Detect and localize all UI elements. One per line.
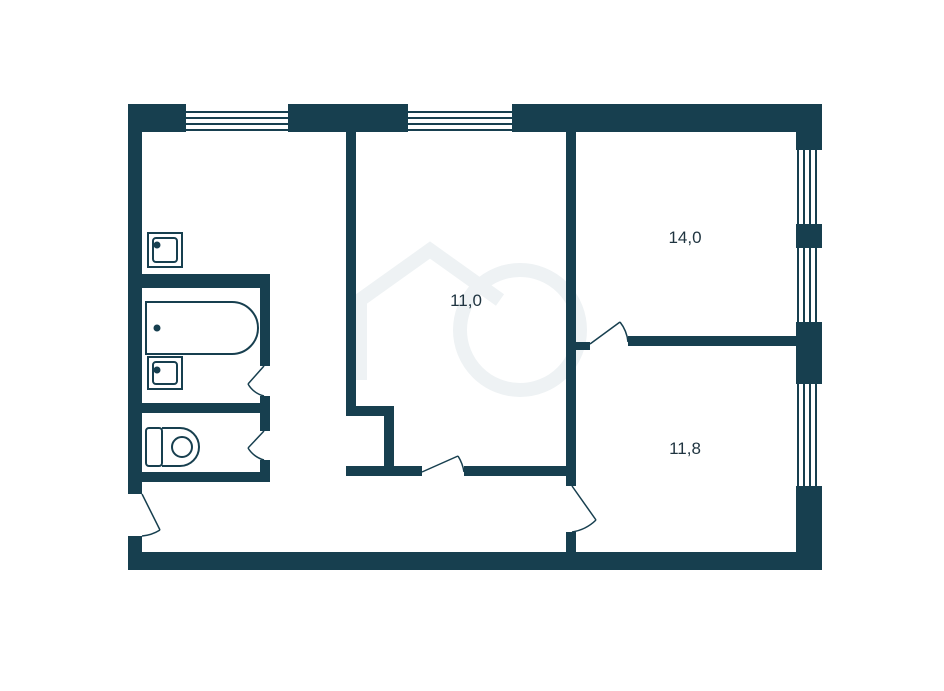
- door-swing-icon: [247, 430, 265, 461]
- kitchen-sink-icon: [147, 232, 183, 268]
- door-swing-icon: [589, 321, 629, 345]
- door-swing-icon: [571, 485, 597, 533]
- bathroom-sink-icon: [147, 356, 183, 390]
- window-icon: [408, 104, 512, 132]
- watermark-logo: [353, 241, 587, 397]
- room-top-right-area-label: 14,0: [668, 228, 701, 247]
- door-swing-icon: [247, 365, 265, 397]
- bathtub-icon: [145, 301, 259, 355]
- window-icon: [186, 104, 288, 132]
- room-bottom-right-area-label: 11,8: [669, 439, 701, 458]
- door-swing-icon: [421, 455, 465, 473]
- interior-walls: [128, 132, 796, 552]
- window-icon: [796, 150, 822, 224]
- window-icon: [796, 384, 822, 486]
- room-middle-area-label: 11,0: [450, 291, 482, 310]
- toilet-icon: [145, 427, 200, 467]
- door-swing-icon: [141, 493, 161, 537]
- window-icon: [796, 248, 822, 322]
